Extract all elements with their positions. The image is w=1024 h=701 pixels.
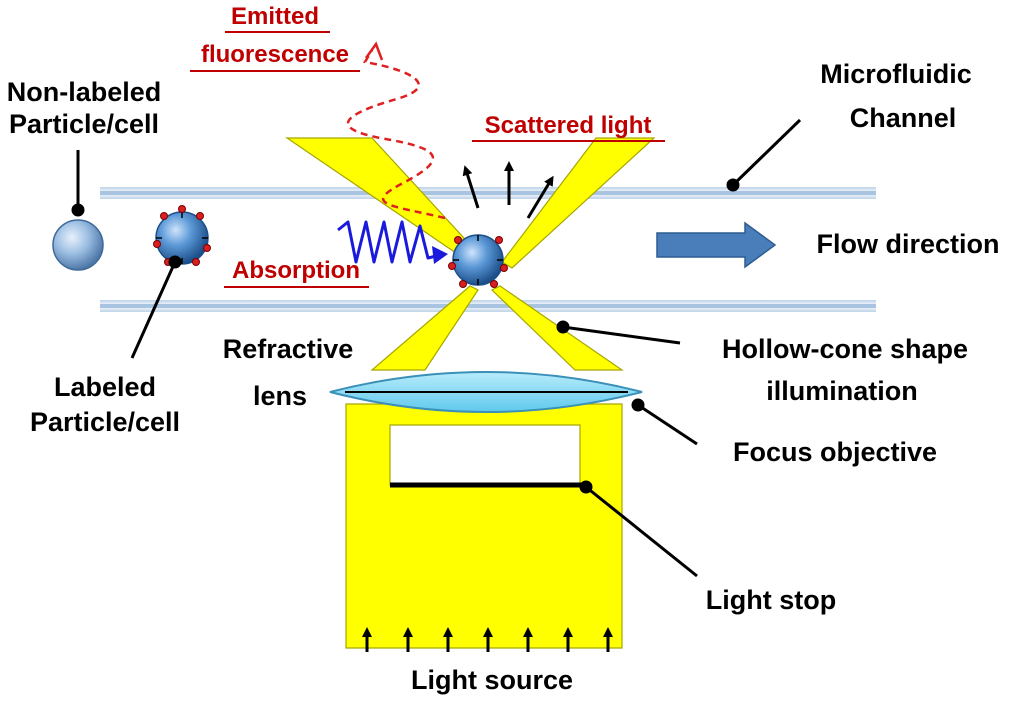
scattered-light-label: Scattered light — [472, 112, 665, 142]
svg-text:Channel: Channel — [850, 103, 957, 133]
refractive-lens-label: Refractive lens — [223, 334, 354, 411]
svg-text:Hollow-cone shape: Hollow-cone shape — [722, 334, 968, 364]
svg-text:Labeled: Labeled — [54, 372, 156, 402]
svg-text:lens: lens — [253, 381, 307, 411]
microfluidic-channel-label: Microfluidic Channel — [820, 59, 972, 133]
svg-text:Microfluidic: Microfluidic — [820, 59, 972, 89]
emitted-fluorescence-label: Emitted fluorescence — [190, 3, 360, 72]
svg-text:fluorescence: fluorescence — [201, 41, 349, 68]
svg-text:Particle/cell: Particle/cell — [9, 109, 159, 139]
light-source-arrows — [362, 627, 613, 652]
light-source-label: Light source — [411, 665, 573, 695]
non-labeled-label: Non-labeled Particle/cell — [7, 77, 162, 139]
svg-text:Non-labeled: Non-labeled — [7, 77, 162, 107]
labeled-label: Labeled Particle/cell — [30, 372, 180, 437]
absorption-wave-icon — [337, 220, 445, 264]
non-labeled-particle-icon — [52, 219, 104, 271]
absorption-arrowhead-icon — [432, 246, 448, 264]
focus-objective-label: Focus objective — [733, 437, 937, 467]
absorption-label: Absorption — [224, 257, 369, 288]
svg-text:Emitted: Emitted — [231, 3, 319, 30]
flow-direction-label: Flow direction — [816, 229, 999, 259]
fluorescence-arrowhead-icon — [364, 41, 384, 61]
arrow-up-icon — [462, 165, 480, 209]
fluorescence-wave-icon — [346, 49, 446, 220]
arrow-up-icon — [526, 175, 554, 219]
hollow-cone-label: Hollow-cone shape illumination — [722, 334, 968, 406]
svg-text:illumination: illumination — [766, 376, 918, 406]
labeled-particle-icon — [153, 205, 211, 266]
microfluidic-channel — [100, 187, 876, 312]
focus-objective-lens — [329, 371, 643, 413]
focused-particle-icon — [448, 234, 508, 288]
light-stop-label: Light stop — [706, 585, 836, 615]
scattered-light-arrows — [462, 161, 554, 219]
svg-text:Refractive: Refractive — [223, 334, 354, 364]
illumination-beam — [285, 137, 656, 649]
svg-text:Particle/cell: Particle/cell — [30, 407, 180, 437]
svg-text:Scattered light: Scattered light — [485, 112, 652, 139]
flow-arrow-icon — [656, 221, 777, 269]
leader-lines — [71, 118, 802, 578]
svg-text:Absorption: Absorption — [232, 257, 360, 284]
